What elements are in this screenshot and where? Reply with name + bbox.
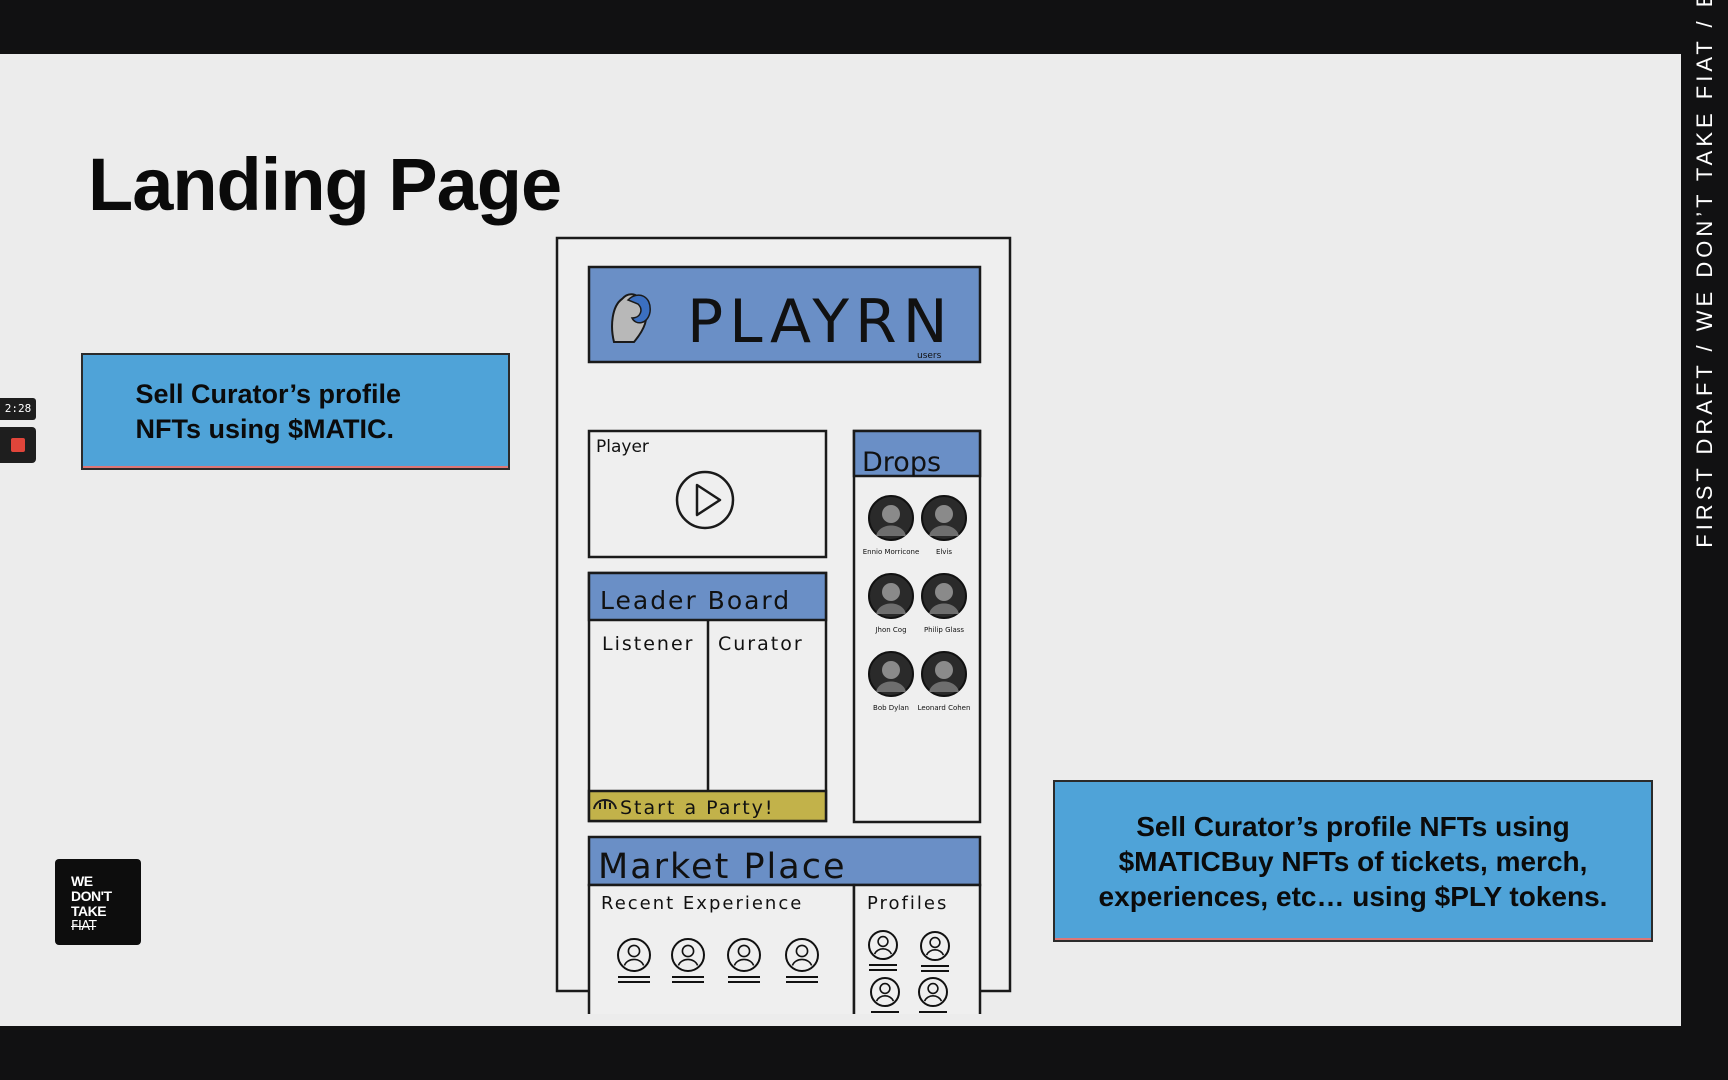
user-icon[interactable] [785,938,819,983]
drop-avatar[interactable]: Elvis [921,495,967,556]
slide: Landing Page Sell Curator’s profile NFTs… [0,54,1681,1026]
user-icon[interactable] [617,938,651,983]
drop-avatar[interactable]: Ennio Morricone [863,495,920,556]
callout-left: Sell Curator’s profile NFTs using $MATIC… [81,353,510,470]
drop-avatar[interactable]: Leonard Cohen [918,651,971,712]
start-party-button[interactable] [587,789,828,823]
logo-line: WE [71,873,93,889]
logo-line: TAKE [71,903,107,919]
side-bar: FIRST DRAFT / WE DON’T TAKE FIAT / ETH M… [1681,0,1728,1026]
listener-label: Listener [602,633,694,655]
drops-panel [852,429,982,824]
slide-title: Landing Page [88,143,562,226]
side-caption: FIRST DRAFT / WE DON’T TAKE FIAT / ETH M… [1691,0,1717,548]
player-label: Player [596,437,649,457]
drop-artist-name: Bob Dylan [873,704,909,712]
marketplace-label: Market Place [598,847,847,887]
drop-artist-name: Ennio Morricone [863,548,920,556]
recent-experience-label: Recent Experience [601,893,803,914]
recording-timer: 2:28 [0,398,36,420]
recent-experience-panel [587,883,856,1026]
party-icon [593,799,617,810]
drop-artist-name: Philip Glass [924,626,964,634]
curator-label: Curator [718,633,804,655]
drop-avatar[interactable]: Jhon Cog [868,573,914,634]
logo-line: DON'T [71,888,112,904]
user-icon[interactable] [868,930,898,971]
drop-artist-name: Leonard Cohen [918,704,971,712]
profiles-label: Profiles [867,893,948,914]
user-icon[interactable] [727,938,761,983]
logo-line: FIAT [71,919,97,934]
user-icon[interactable] [920,931,950,972]
play-button-icon[interactable] [675,470,735,530]
drops-label: Drops [862,447,941,478]
drops-header [852,429,982,478]
brand-name: PLAYRN [687,287,954,357]
callout-right-text: Sell Curator’s profile NFTs using $MATIC… [1098,810,1608,912]
user-icon[interactable] [918,977,948,1018]
drop-avatar[interactable]: Bob Dylan [868,651,914,712]
header-banner [587,265,982,364]
player-panel [587,429,828,559]
leaderboard-label: Leader Board [600,586,791,615]
users-label[interactable]: users [917,351,942,361]
drop-avatar[interactable]: Philip Glass [921,573,967,634]
wireframe-svg: PLAYRN users Player Drops Ennio Morricon… [555,236,1012,1026]
start-party-label[interactable]: Start a Party! [620,797,775,819]
stop-icon [11,438,25,452]
playrn-logo-icon [611,293,651,343]
wdtf-logo: WE DON'T TAKE FIAT [55,859,141,945]
drop-artist-name: Elvis [936,548,952,556]
drop-artist-name: Jhon Cog [874,626,906,634]
recent-experience-items [617,938,819,983]
user-icon[interactable] [671,938,705,983]
callout-left-text: Sell Curator’s profile NFTs using $MATIC… [135,378,402,444]
callout-right: Sell Curator’s profile NFTs using $MATIC… [1053,780,1653,942]
wireframe-mockup: PLAYRN users Player Drops Ennio Morricon… [552,234,1014,1026]
stop-recording-button[interactable] [0,427,36,463]
marketplace-header [587,835,982,887]
